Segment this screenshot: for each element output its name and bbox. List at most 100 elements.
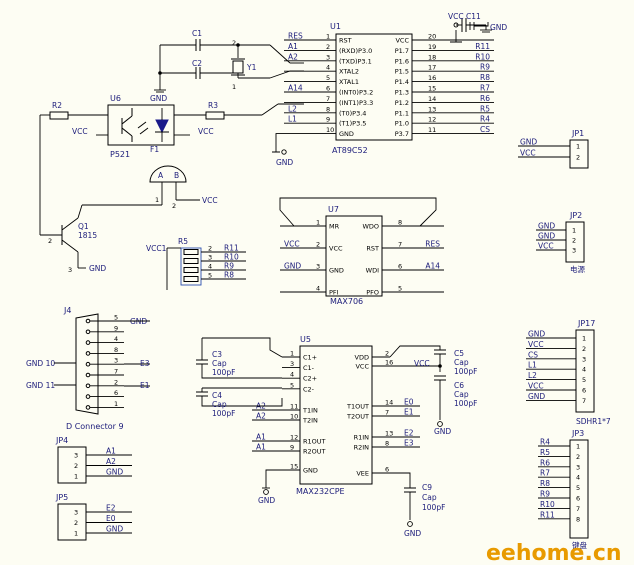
j4-pin-num: 5 xyxy=(114,314,118,322)
r3-ref: R3 xyxy=(208,101,218,110)
u7-ref: U7 xyxy=(328,205,339,214)
u7-pin-num: 2 xyxy=(316,241,320,249)
u1-pin-name: RST xyxy=(339,37,352,45)
f1-body xyxy=(149,165,187,183)
jp4-pin-num: 1 xyxy=(74,473,78,481)
u1-pin-num: 1 xyxy=(326,33,330,41)
jp17-pin-num: 7 xyxy=(582,397,586,405)
u5-pin-num: 11 xyxy=(290,403,298,411)
f1-vcc: VCC xyxy=(202,196,218,205)
jp2-pin-num: 1 xyxy=(572,227,576,235)
u7-pin-num: 6 xyxy=(398,263,402,271)
j4-pin-2: 2 xyxy=(85,378,124,389)
jp3-pin-num: 2 xyxy=(576,453,580,461)
u7-body xyxy=(325,215,383,297)
jp3-ref: JP3 xyxy=(571,429,584,438)
q1-transistor: Q1 1815 2 3 GND xyxy=(48,204,106,274)
jp5-pin-num: 3 xyxy=(74,509,78,517)
u1-net-label: R10 xyxy=(475,52,490,61)
c3-type: Cap xyxy=(212,359,227,368)
u5-pin-num: 10 xyxy=(290,413,298,421)
u1-pin-num: 19 xyxy=(428,43,436,51)
u7-pin-name: WDI xyxy=(366,267,379,275)
c9-ref: C9 xyxy=(422,483,432,492)
r5-net-label: R11 xyxy=(224,244,239,253)
jp3-pin-num: 1 xyxy=(576,443,580,451)
jp5-pin-num: 1 xyxy=(74,530,78,538)
u1-pin-num: 7 xyxy=(326,95,330,103)
u1-net-label: RES xyxy=(288,32,303,41)
u1-gnd-label: GND xyxy=(276,158,293,167)
u5-net-label: E3 xyxy=(404,439,414,448)
u1-pin-name: P1.3 xyxy=(395,89,409,97)
u7-pin-num: 8 xyxy=(398,219,402,227)
u1-pin-name: (TXD)P3.1 xyxy=(339,57,372,65)
c11-gnd-label: GND xyxy=(490,23,507,32)
u1-pin-num: 20 xyxy=(428,33,436,41)
jp3-net-label: R5 xyxy=(540,448,550,457)
r5-pin-num: 4 xyxy=(208,263,212,271)
jp3-pin-num: 3 xyxy=(576,463,580,471)
jp3-pin-1: 1R4 xyxy=(538,438,580,451)
j4-pin-num: 7 xyxy=(114,368,118,376)
c4-ref: C4 xyxy=(212,391,222,400)
u1-pin-num: 18 xyxy=(428,53,436,61)
r5-pin-num: 2 xyxy=(208,245,212,253)
u1-net-label: A2 xyxy=(288,52,298,61)
jp1-ref: JP1 xyxy=(571,129,584,138)
u1-pin-name: P1.2 xyxy=(395,99,409,107)
c11-node xyxy=(453,22,459,28)
u5-pin-name: T2IN xyxy=(302,417,318,425)
u5-pin-name: C1- xyxy=(303,364,315,372)
jp17-net-label: VCC xyxy=(528,340,544,349)
u5-pin-name: T1IN xyxy=(302,407,318,415)
u7-part: MAX706 xyxy=(330,297,363,306)
jp17-pin-4: 4L1 xyxy=(526,361,586,374)
jp17-pin-num: 5 xyxy=(582,376,586,384)
u1-net-label: R4 xyxy=(480,115,490,124)
c5-type: Cap xyxy=(454,358,469,367)
j4-gnd10: GND 10 xyxy=(26,359,55,368)
u1-pin-name: P1.5 xyxy=(395,68,409,76)
u1-pin-num: 15 xyxy=(428,85,436,93)
jp3-pin-num: 7 xyxy=(576,505,580,513)
u1-net-label: A14 xyxy=(288,84,303,93)
jp17-net-label: VCC xyxy=(528,382,544,391)
j4-gnd11: GND 11 xyxy=(26,381,55,390)
jp2-label: 电源 xyxy=(570,264,585,274)
u7-net-label: RES xyxy=(425,240,440,249)
jp17-pin-5: 5L2 xyxy=(526,371,586,384)
u5-net-label: A1 xyxy=(256,443,266,452)
u1-pin-num: 4 xyxy=(326,64,330,72)
jp2-net-label: VCC xyxy=(538,242,554,251)
u7-pin-name: GND xyxy=(329,267,344,275)
jp17-pin-num: 3 xyxy=(582,355,586,363)
jp3-net-label: R7 xyxy=(540,469,550,478)
jp17-pin-num: 2 xyxy=(582,345,586,353)
